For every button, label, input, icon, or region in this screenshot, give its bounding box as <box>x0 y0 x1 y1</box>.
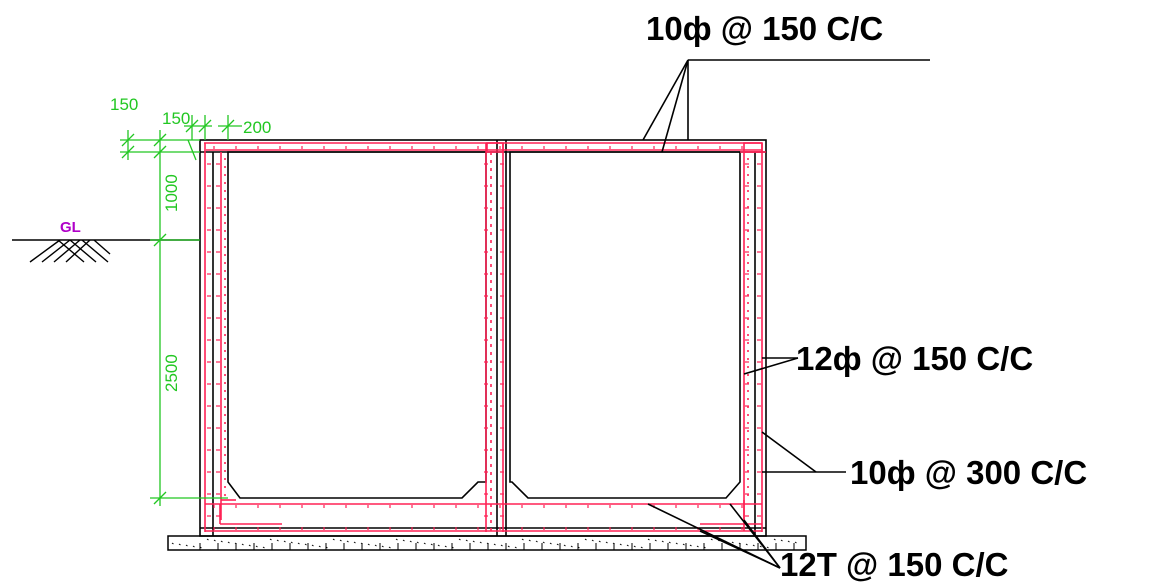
base-blinding <box>167 535 807 551</box>
ground-level-label: GL <box>60 219 81 236</box>
rebar-label-top-slab: 10ф @ 150 C/C <box>646 10 883 47</box>
rebar-label-base-slab: 12T @ 150 C/C <box>780 546 1008 583</box>
dim-height-above-gl: 1000 <box>162 174 181 212</box>
leader-lines <box>642 59 930 569</box>
reinforcement-bars <box>204 142 766 532</box>
dim-top-slab-thk: 150 <box>110 95 138 114</box>
dim-height-below-gl: 2500 <box>162 354 181 392</box>
dimension-lines <box>120 115 242 506</box>
dim-mid-wall-thk: 200 <box>243 118 271 137</box>
rebar-ticks <box>207 146 761 530</box>
rebar-label-wall-dist: 10ф @ 300 C/C <box>850 454 1087 491</box>
rebar-label-wall-outer: 12ф @ 150 C/C <box>796 340 1033 377</box>
ground-level-symbol <box>12 239 200 263</box>
dim-wall-thk: 150 <box>162 109 190 128</box>
concrete-outline <box>199 139 767 537</box>
